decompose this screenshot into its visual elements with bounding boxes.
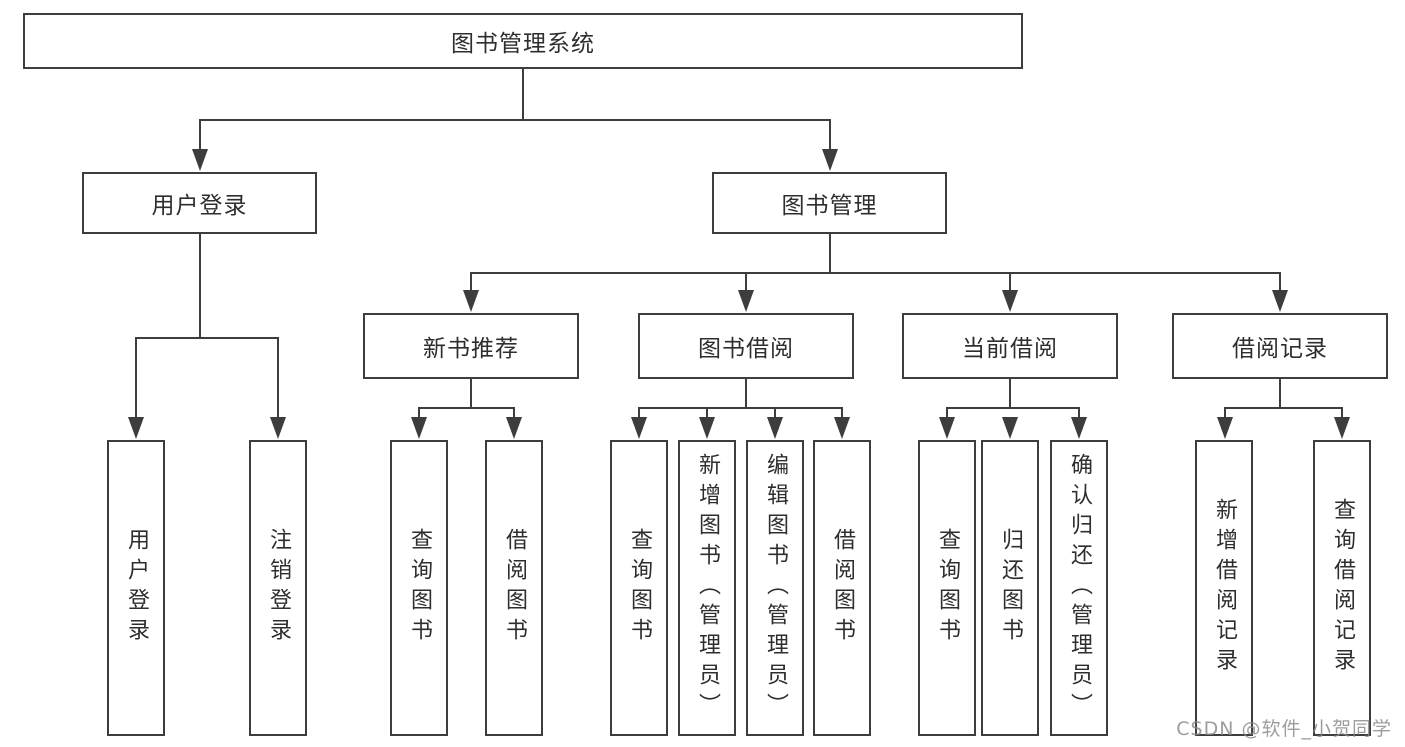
node-label: 借阅记录 [1232,336,1328,362]
leaf-query-books-current: 查询图书 [918,440,976,736]
node-label: 用户登录 [151,193,248,219]
leaf-return-books: 归还图书 [981,440,1039,736]
leaf-logout-login: 注销登录 [249,440,307,736]
node-label: 编辑图书（管理员） [763,453,788,723]
leaf-query-borrow-record: 查询借阅记录 [1313,440,1371,736]
node-borrow-records: 借阅记录 [1172,313,1388,379]
node-label: 新增借阅记录 [1212,498,1237,678]
node-label: 查询借阅记录 [1330,498,1355,678]
leaf-add-borrow-record: 新增借阅记录 [1195,440,1253,736]
watermark: CSDN @软件_小贺同学 [1176,718,1392,740]
node-label: 查询图书 [407,528,432,648]
node-label: 新增图书（管理员） [695,453,720,723]
node-label: 图书借阅 [698,336,794,362]
node-new-book-recommend: 新书推荐 [363,313,579,379]
node-current-borrow: 当前借阅 [902,313,1118,379]
leaf-query-books-borrow: 查询图书 [610,440,668,736]
node-label: 图书管理系统 [451,31,595,57]
leaf-edit-books-admin: 编辑图书（管理员） [746,440,804,736]
node-label: 查询图书 [627,528,652,648]
node-book-borrow: 图书借阅 [638,313,854,379]
node-label: 确认归还（管理员） [1067,453,1092,723]
node-label: 归还图书 [998,528,1023,648]
node-label: 注销登录 [266,528,291,648]
node-label: 图书管理 [781,193,878,219]
node-label: 新书推荐 [423,336,519,362]
node-user-login: 用户登录 [82,172,317,234]
node-library-management-system: 图书管理系统 [23,13,1023,69]
node-label: 借阅图书 [830,528,855,648]
leaf-confirm-return-admin: 确认归还（管理员） [1050,440,1108,736]
leaf-user-login: 用户登录 [107,440,165,736]
node-book-management: 图书管理 [712,172,947,234]
node-label: 借阅图书 [502,528,527,648]
leaf-query-books-recommend: 查询图书 [390,440,448,736]
node-label: 当前借阅 [962,336,1058,362]
node-label: 用户登录 [124,528,149,648]
leaf-borrow-books: 借阅图书 [813,440,871,736]
leaf-borrow-books-recommend: 借阅图书 [485,440,543,736]
node-label: 查询图书 [935,528,960,648]
leaf-add-books-admin: 新增图书（管理员） [678,440,736,736]
